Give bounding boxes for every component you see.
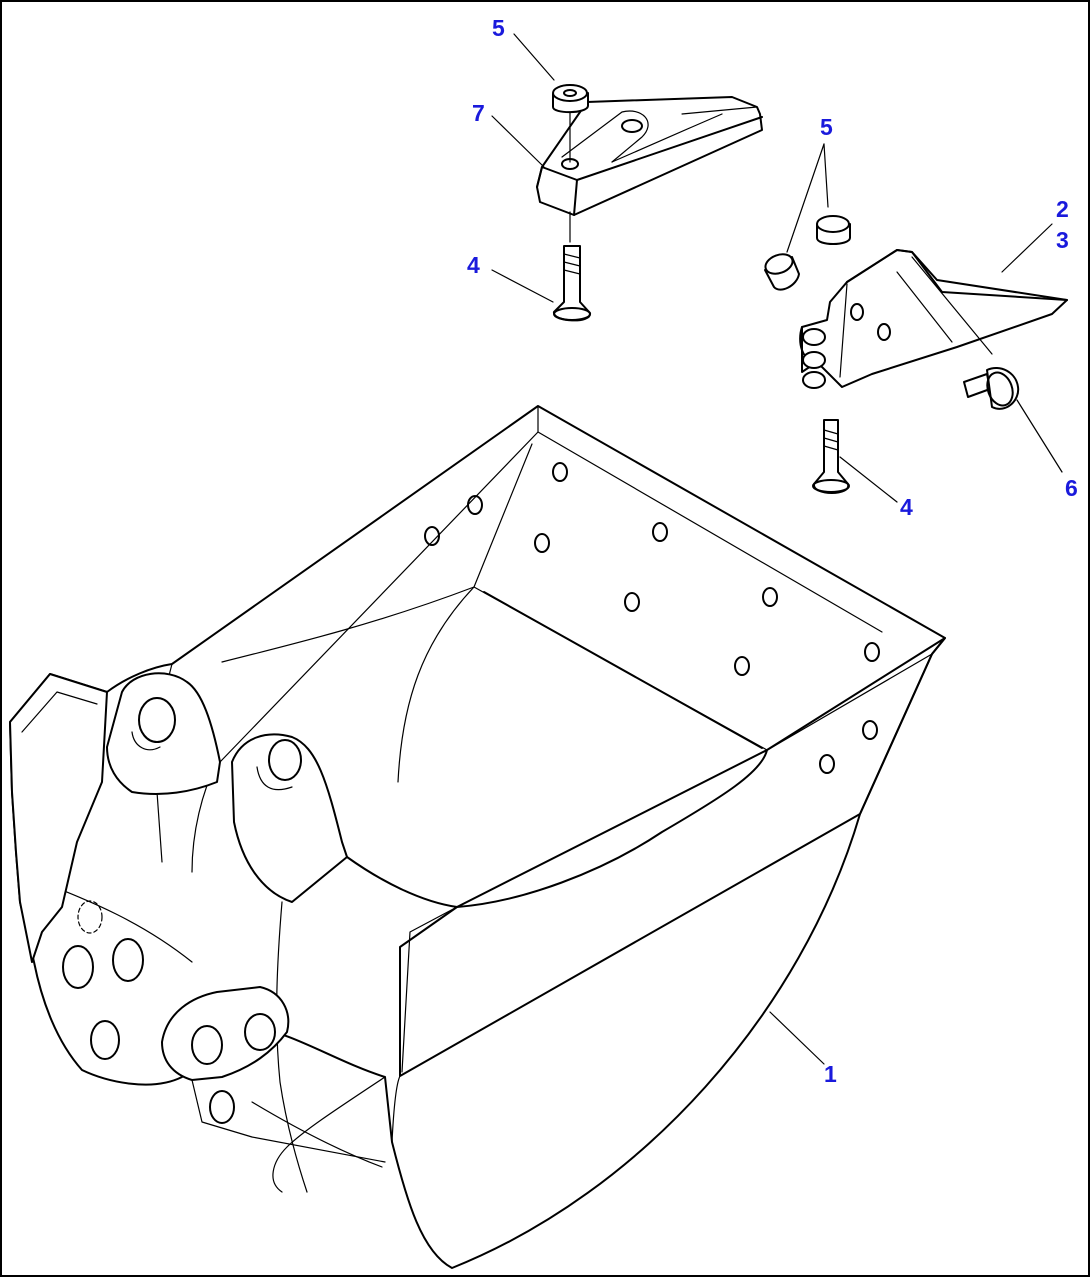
leader-lines (491, 33, 1063, 1065)
callout-4-lower: 4 (900, 494, 913, 520)
callout-5-right: 5 (820, 114, 833, 140)
bolt-left (553, 245, 591, 322)
callout-3: 3 (1056, 227, 1069, 253)
callout-1: 1 (824, 1061, 837, 1087)
nut-right-lower (764, 253, 800, 291)
bucket-link-brackets (9, 672, 386, 1163)
side-cutter (799, 249, 1068, 389)
bucket (9, 405, 946, 1269)
lip-bolt-holes (424, 462, 880, 774)
nut-top-left (552, 84, 589, 114)
bolt-right (812, 419, 850, 494)
callout-2: 2 (1056, 196, 1069, 222)
tooth-adapter (536, 96, 763, 216)
callout-labels: 5 7 4 5 2 3 6 4 1 (467, 15, 1078, 1087)
nut-right-upper (816, 215, 851, 245)
callout-5-upper-left: 5 (492, 15, 505, 41)
bolt-side (963, 367, 1020, 410)
callout-7: 7 (472, 100, 485, 126)
callout-6: 6 (1065, 475, 1078, 501)
callout-4-upper: 4 (467, 252, 480, 278)
